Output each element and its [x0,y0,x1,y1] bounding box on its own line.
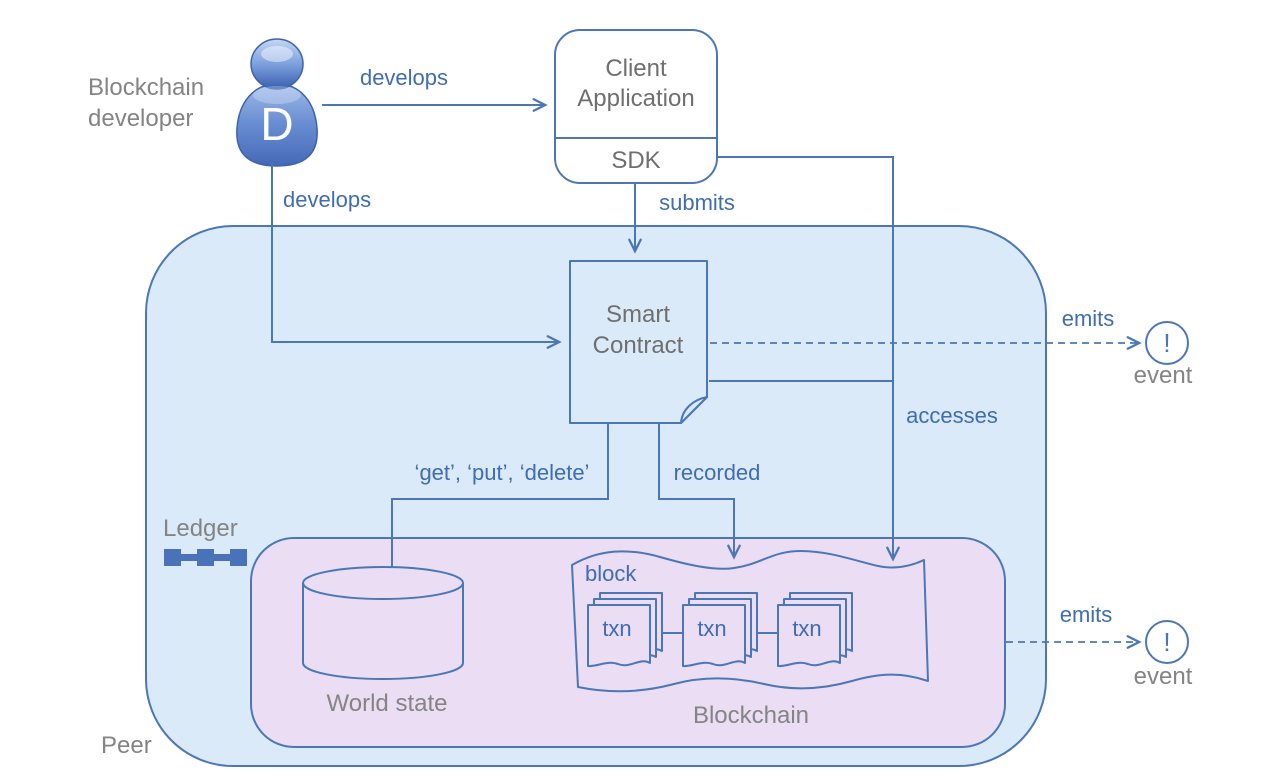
accesses-arrow [718,156,893,558]
peer-label: Peer [101,732,152,759]
get-put-delete-arrow [392,424,609,584]
develops-contract-arrow [271,163,558,342]
blockchain-flag [571,550,929,693]
developer-initial: D [260,98,294,150]
smart-contract-shape [569,260,708,424]
smart-contract-label: Smart Contract [592,301,684,359]
event-top-label: event [1133,362,1193,389]
txn-label: txn [792,616,822,641]
recorded-arrow [658,424,734,556]
txn-label: txn [697,616,727,641]
developer-icon [236,38,318,167]
client-application-box: Client Application SDK [554,29,718,184]
emits-top-label: emits [1061,306,1115,331]
txn-stack [587,592,663,668]
develops-contract-label: develops [283,187,372,212]
client-application-title: Client Application [556,31,716,139]
recorded-label: recorded [673,460,761,485]
txn-stack [777,592,853,668]
world-state-label: World state [326,690,448,717]
submits-label: submits [659,190,735,215]
blockchain-developer-label: Blockchain developer [88,74,205,132]
ledger-label: Ledger [163,515,238,542]
get-put-delete-label: ‘get’, ‘put’, ‘delete’ [414,460,590,485]
event-bottom-label: event [1133,663,1193,690]
exclamation-icon: ! [1163,327,1171,358]
emits-bottom-label: emits [1059,602,1113,627]
event-bottom-circle: ! [1145,620,1189,664]
txn-label: txn [602,616,632,641]
blockchain-label: Blockchain [692,702,810,729]
block-label: block [585,561,637,586]
event-top-circle: ! [1145,321,1189,365]
ledger-chain-icon [164,549,247,566]
exclamation-icon: ! [1163,626,1171,657]
sdk-label: SDK [611,146,661,174]
txn-stack [682,592,758,668]
accesses-label: accesses [906,403,998,428]
world-state-cylinder [302,566,464,680]
develops-app-label: develops [359,65,449,90]
